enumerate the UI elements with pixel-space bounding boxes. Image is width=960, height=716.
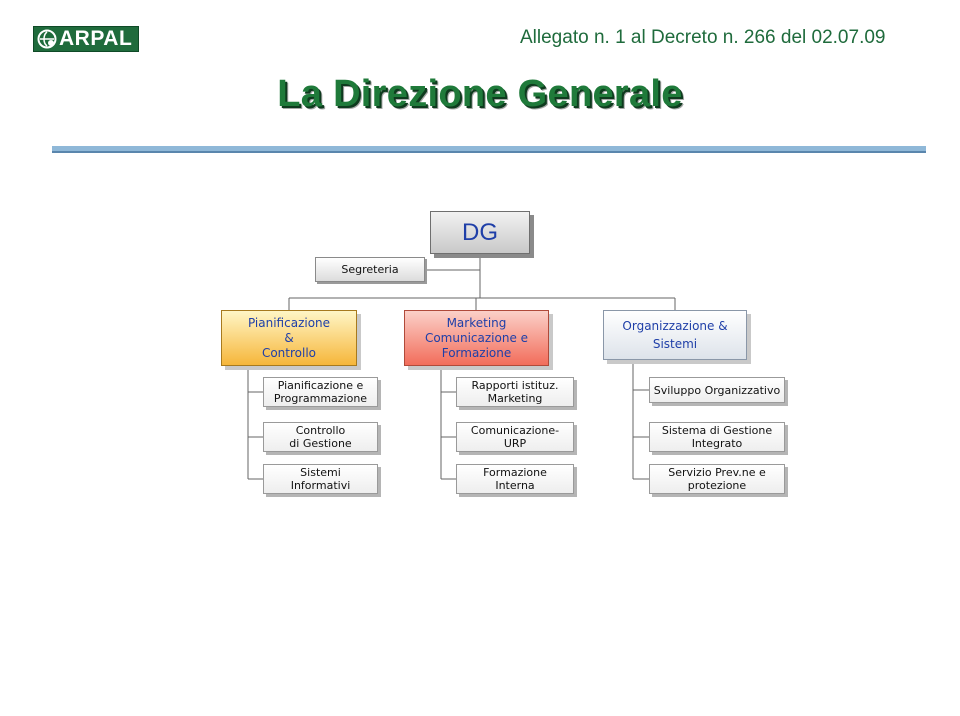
organizzazione-sistemi-box: Organizzazione & Sistemi <box>603 310 747 360</box>
unit-servizio-prevenzione-protezione: Servizio Prev.ne e protezione <box>649 464 785 494</box>
unit-pianificazione-programmazione: Pianificazione e Programmazione <box>263 377 378 407</box>
branch-label-line: Formazione <box>441 345 512 360</box>
unit-label-line: Servizio Prev.ne e <box>668 466 766 479</box>
unit-formazione-interna: Formazione Interna <box>456 464 574 494</box>
unit-rapporti-istituzionali: Rapporti istituz. Marketing <box>456 377 574 407</box>
unit-sistemi-informativi: Sistemi Informativi <box>263 464 378 494</box>
unit-label-line: di Gestione <box>289 437 352 450</box>
branch-label-line: Controllo <box>261 345 317 360</box>
marketing-comunicazione-box: Marketing Comunicazione e Formazione <box>404 310 549 366</box>
branch-label-line: Pianificazione <box>247 315 331 330</box>
branch-label-line: Comunicazione e <box>424 330 529 345</box>
segreteria-label: Segreteria <box>341 263 399 276</box>
unit-comunicazione-urp: Comunicazione- URP <box>456 422 574 452</box>
unit-label-line: protezione <box>687 479 747 492</box>
unit-label-line: Sistemi <box>300 466 341 479</box>
unit-label-line: Sistema di Gestione <box>661 424 773 437</box>
unit-label-line: Integrato <box>691 437 743 450</box>
dg-box: DG <box>430 211 530 254</box>
branch-label-line: Organizzazione & <box>622 319 728 333</box>
arpal-logo: ARPAL <box>33 26 139 52</box>
segreteria-box: Segreteria <box>315 257 425 282</box>
unit-label-line: Comunicazione- <box>470 424 560 437</box>
unit-sviluppo-organizzativo: Sviluppo Organizzativo <box>649 377 785 403</box>
dg-label: DG <box>462 218 498 246</box>
pianificazione-controllo-box: Pianificazione & Controllo <box>221 310 357 366</box>
unit-label-line: Pianificazione e <box>277 379 364 392</box>
branch-label-line: Marketing <box>446 315 507 330</box>
unit-label-line: Marketing <box>487 392 543 405</box>
branch-label-line: & <box>284 330 294 345</box>
unit-sistema-gestione-integrato: Sistema di Gestione Integrato <box>649 422 785 452</box>
globe-icon <box>36 28 58 50</box>
unit-label-line: Informativi <box>290 479 351 492</box>
logo-wordmark: ARPAL <box>59 27 133 50</box>
branch-label-line: Sistemi <box>652 337 698 351</box>
decree-reference: Allegato n. 1 al Decreto n. 266 del 02.0… <box>520 27 886 48</box>
unit-label-line: Interna <box>495 479 535 492</box>
unit-label-line: URP <box>503 437 527 450</box>
title-underline <box>52 146 926 151</box>
unit-label-line: Formazione <box>483 466 547 479</box>
unit-label-line: Controllo <box>295 424 346 437</box>
unit-label-line: Programmazione <box>273 392 368 405</box>
unit-controllo-gestione: Controllo di Gestione <box>263 422 378 452</box>
unit-label-line: Sviluppo Organizzativo <box>653 383 781 397</box>
unit-label-line: Rapporti istituz. <box>471 379 559 392</box>
page-title: La Direzione Generale <box>277 73 683 115</box>
